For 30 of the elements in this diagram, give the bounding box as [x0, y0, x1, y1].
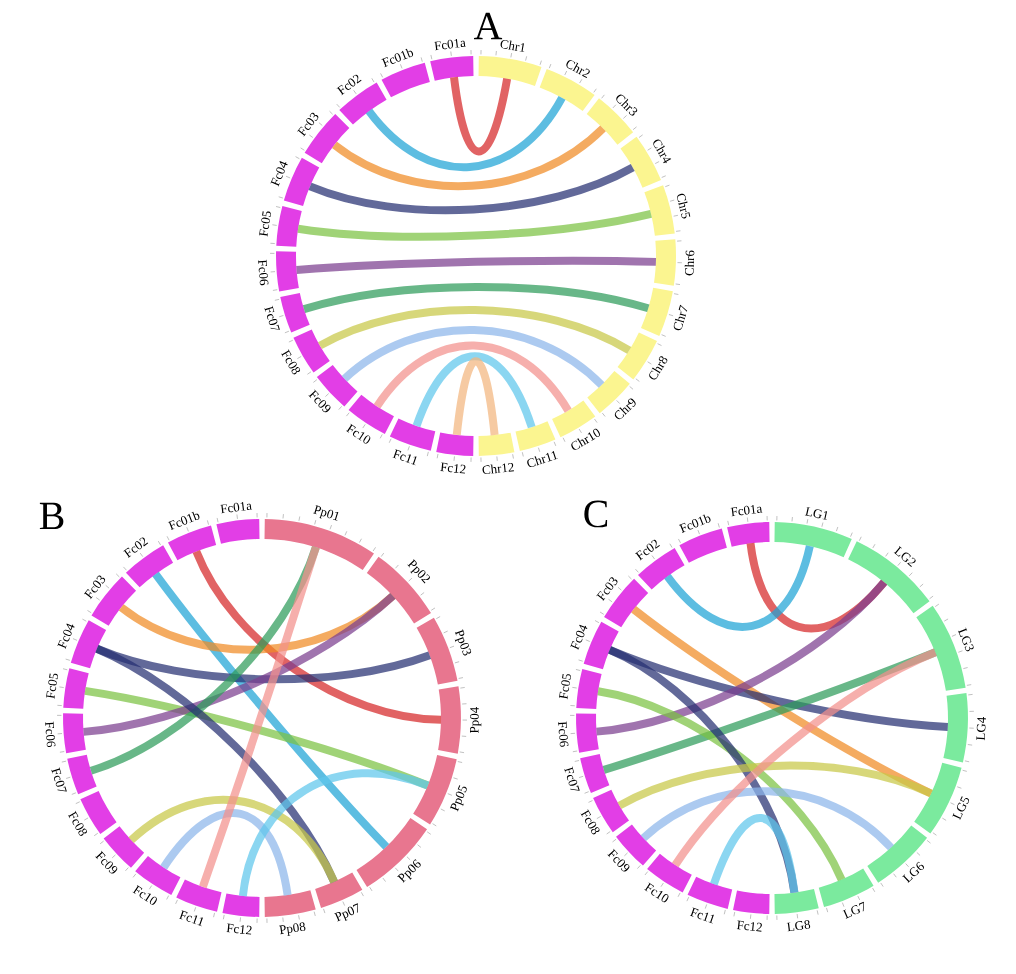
- link-ribbon: [596, 579, 888, 736]
- link-ribbon: [366, 95, 566, 171]
- link-ribbon: [672, 648, 937, 868]
- link-ribbon: [303, 282, 650, 313]
- link-ribbon: [332, 125, 606, 190]
- link-ribbon: [412, 352, 536, 429]
- link-ribbon: [710, 814, 799, 894]
- panel-letter: A: [474, 12, 503, 40]
- link-ribbon: [640, 787, 894, 851]
- link-ribbon: [297, 209, 652, 241]
- link-ribbon: [308, 163, 635, 215]
- link-ribbon: [450, 76, 512, 156]
- link-ribbon: [452, 357, 499, 436]
- link-ribbon: [83, 592, 396, 736]
- link-ribbon: [608, 646, 949, 731]
- link-ribbon: [664, 545, 814, 631]
- link-ribbon: [160, 809, 292, 896]
- link-ribbon: [373, 341, 572, 413]
- link-ribbon: [597, 687, 846, 882]
- link-ribbon: [128, 795, 338, 884]
- link-ribbon: [296, 256, 656, 274]
- link-ribbon: [199, 546, 320, 889]
- link-ribbon: [238, 769, 430, 897]
- panel-letter: B: [39, 502, 64, 530]
- link-ribbon: [318, 306, 632, 354]
- link-ribbon: [192, 549, 442, 724]
- panel-letter: C: [584, 500, 608, 528]
- link-ribbon: [152, 571, 390, 850]
- link-ribbon: [617, 761, 933, 810]
- link-ribbon: [341, 326, 605, 388]
